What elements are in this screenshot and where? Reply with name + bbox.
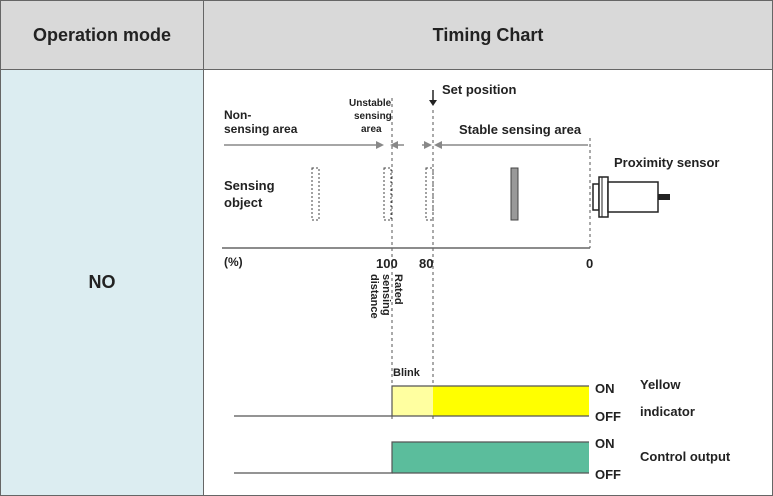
arrowhead xyxy=(390,141,398,149)
yellow-indicator-label-1: Yellow xyxy=(640,377,681,392)
stable-area-label: Stable sensing area xyxy=(459,122,582,137)
control-output-label: Control output xyxy=(640,449,731,464)
percent-unit: (%) xyxy=(224,255,243,269)
unstable-label-1: Unstable xyxy=(349,98,392,109)
non-sensing-label-1: Non- xyxy=(224,108,251,122)
unstable-label-3: area xyxy=(361,124,382,135)
rated-label-1: Rated xyxy=(392,274,404,305)
control-waveform xyxy=(234,441,589,474)
operation-mode-header: Operation mode xyxy=(0,0,204,70)
mode-value: NO xyxy=(88,272,116,292)
arrowhead xyxy=(376,141,384,149)
object-ghost-2 xyxy=(383,167,392,221)
set-position-label: Set position xyxy=(442,82,516,97)
proximity-sensor-icon xyxy=(592,176,670,218)
sensing-object-label-1: Sensing xyxy=(224,178,275,193)
sensing-object-label-2: object xyxy=(224,195,263,210)
yellow-on-region xyxy=(433,386,589,416)
object-ghost-1 xyxy=(311,167,320,221)
timing-chart-cell: Unstable sensing area Set position Non- … xyxy=(203,69,773,496)
rated-distance-label: Rated sensing distance xyxy=(368,274,404,319)
tick-80: 80 xyxy=(419,256,433,271)
yellow-off-label: OFF xyxy=(595,409,621,424)
control-off-label: OFF xyxy=(595,467,621,482)
timing-diagram: Unstable sensing area Set position Non- … xyxy=(222,82,731,482)
mode-cell: NO xyxy=(0,69,204,496)
control-on-region xyxy=(392,442,589,473)
arrowhead xyxy=(424,141,432,149)
rated-label-3: distance xyxy=(368,274,380,319)
unstable-label-2: sensing xyxy=(354,111,392,122)
control-on-label: ON xyxy=(595,436,615,451)
yellow-indicator-label-2: indicator xyxy=(640,404,695,419)
tick-0: 0 xyxy=(586,256,593,271)
tick-100: 100 xyxy=(376,256,398,271)
proximity-sensor-label: Proximity sensor xyxy=(614,155,720,170)
rated-label-2: sensing xyxy=(380,274,392,316)
arrowhead xyxy=(434,141,442,149)
set-position-arrowhead xyxy=(429,100,437,106)
blink-label: Blink xyxy=(393,367,421,379)
yellow-waveform xyxy=(234,385,589,417)
blink-region xyxy=(392,386,433,416)
timing-chart-header: Timing Chart xyxy=(203,0,773,70)
object-current xyxy=(510,167,519,221)
object-ghost-3 xyxy=(425,167,434,221)
yellow-on-label: ON xyxy=(595,381,615,396)
non-sensing-label-2: sensing area xyxy=(224,122,298,136)
